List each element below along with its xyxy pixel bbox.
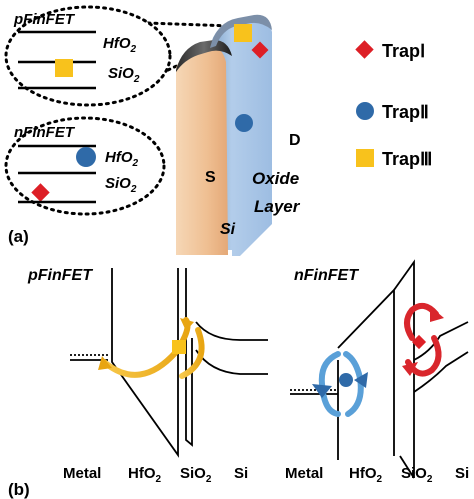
nfinfet-trap1-arrow-down bbox=[405, 335, 442, 377]
nfinfet-label-si: Si bbox=[455, 465, 469, 482]
legend-trap3-label: TrapⅢ bbox=[382, 149, 432, 169]
source-label: S bbox=[205, 169, 216, 186]
trap2-circle-marker bbox=[76, 147, 96, 167]
trap3-square-marker bbox=[55, 59, 73, 77]
pfinfet-label-sio2: SiO2 bbox=[180, 465, 212, 485]
oxide-top-cap bbox=[210, 14, 272, 48]
oxide-label-line1: Oxide bbox=[252, 169, 299, 188]
silicon-fin-shape bbox=[176, 46, 228, 255]
pfinfet-trap3-marker bbox=[172, 340, 186, 354]
pfinfet-arrow-head-down bbox=[98, 356, 112, 370]
pfinfet-label-hfo2: HfO2 bbox=[128, 465, 162, 485]
pfinfet-arrow-head-up bbox=[180, 318, 194, 331]
callout-nfinfet-title: nFinFET bbox=[14, 124, 76, 141]
finfet-device: S D Si Oxide Layer bbox=[176, 14, 301, 257]
callout-pfinfet-title: pFinFET bbox=[13, 11, 76, 28]
nfinfet-band-diagram: nFinFET bbox=[285, 259, 469, 485]
callout-pfinfet: pFinFET HfO2 SiO2 bbox=[4, 5, 172, 107]
legend-trap3-icon bbox=[356, 149, 374, 167]
nfinfet-trap1-marker bbox=[411, 334, 427, 350]
pfinfet-band-title: pFinFET bbox=[27, 267, 93, 284]
oxide-label-line2: Layer bbox=[254, 197, 301, 216]
nfinfet-blue-head-left bbox=[312, 384, 332, 398]
drain-label: D bbox=[289, 132, 301, 149]
fin-trap3-square bbox=[234, 24, 252, 42]
fin-trap2-circle bbox=[235, 114, 253, 132]
nfinfet-label-metal: Metal bbox=[285, 465, 323, 482]
nfinfet-band-title: nFinFET bbox=[294, 267, 359, 284]
nfinfet-label-hfo2: HfO2 bbox=[349, 465, 383, 485]
pfinfet-label-si: Si bbox=[234, 465, 248, 482]
callout-pfinfet-hfo2: HfO2 bbox=[103, 35, 137, 55]
fin-top-cap bbox=[176, 40, 232, 72]
panel-a-label: (a) bbox=[8, 227, 29, 246]
nfinfet-label-sio2: SiO2 bbox=[401, 465, 433, 485]
panel-a: pFinFET HfO2 SiO2 nFinFET HfO2 SiO2 bbox=[4, 5, 432, 257]
trap1-diamond-marker bbox=[31, 183, 50, 202]
callout-nfinfet-sio2: SiO2 bbox=[105, 175, 137, 195]
legend-trap2-icon bbox=[356, 102, 374, 120]
callout-nfinfet: nFinFET HfO2 SiO2 bbox=[4, 116, 166, 216]
channel-label: Si bbox=[220, 221, 236, 238]
trap-legend: TrapⅠ TrapⅡ TrapⅢ bbox=[355, 40, 432, 169]
panel-b: pFinFET Metal HfO2 S bbox=[8, 259, 469, 499]
nfinfet-trap2-marker bbox=[339, 373, 353, 387]
legend-trap2-label: TrapⅡ bbox=[382, 102, 429, 122]
callout-pfinfet-sio2: SiO2 bbox=[108, 65, 140, 85]
nfinfet-trap1-arrow-up bbox=[404, 302, 439, 341]
nfinfet-red-head-bottom bbox=[402, 362, 418, 376]
legend-trap1-label: TrapⅠ bbox=[382, 41, 425, 61]
panel-b-label: (b) bbox=[8, 480, 30, 499]
pfinfet-return-arrow bbox=[179, 327, 205, 379]
nfinfet-red-head-top bbox=[430, 306, 444, 322]
pfinfet-band-diagram: pFinFET Metal HfO2 S bbox=[27, 267, 268, 485]
callout-nfinfet-hfo2: HfO2 bbox=[105, 149, 139, 169]
pfinfet-label-metal: Metal bbox=[63, 465, 101, 482]
nfinfet-blue-head-right bbox=[354, 372, 368, 388]
callout-leader-top bbox=[118, 20, 234, 28]
legend-trap1-icon bbox=[355, 40, 374, 59]
nfinfet-capture-arrow bbox=[318, 351, 341, 417]
